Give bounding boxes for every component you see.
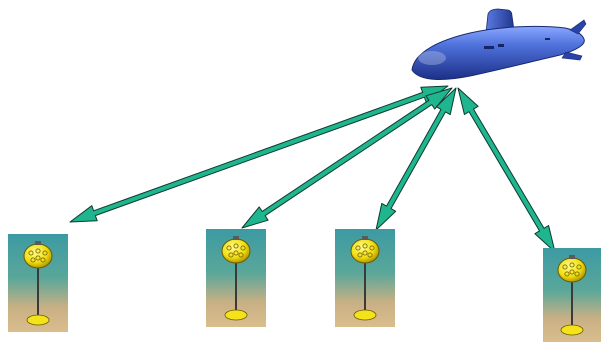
submarine-fin-bottom bbox=[561, 51, 583, 61]
hull-detail bbox=[498, 44, 504, 47]
link-to-node-2 bbox=[241, 87, 453, 229]
buoy-icon bbox=[23, 241, 53, 326]
submarine-icon bbox=[411, 8, 587, 81]
submarine-fin-top bbox=[569, 19, 587, 35]
hull-detail bbox=[484, 46, 494, 49]
submarine-hull bbox=[411, 25, 585, 81]
buoy-icon bbox=[557, 255, 587, 336]
submarine-sail bbox=[485, 8, 515, 34]
buoy-icon bbox=[350, 236, 380, 321]
seabed-node-2 bbox=[206, 229, 266, 327]
hull-detail bbox=[545, 38, 550, 40]
links-group bbox=[69, 85, 556, 253]
seabed-node-4 bbox=[543, 248, 601, 342]
link-to-node-4 bbox=[457, 87, 556, 253]
submarine-highlight bbox=[418, 51, 446, 65]
link-to-node-1 bbox=[69, 85, 449, 223]
buoy-icon bbox=[221, 236, 251, 321]
seabed-node-1 bbox=[8, 234, 68, 332]
seabed-node-3 bbox=[335, 229, 395, 327]
nodes-group bbox=[8, 229, 601, 342]
